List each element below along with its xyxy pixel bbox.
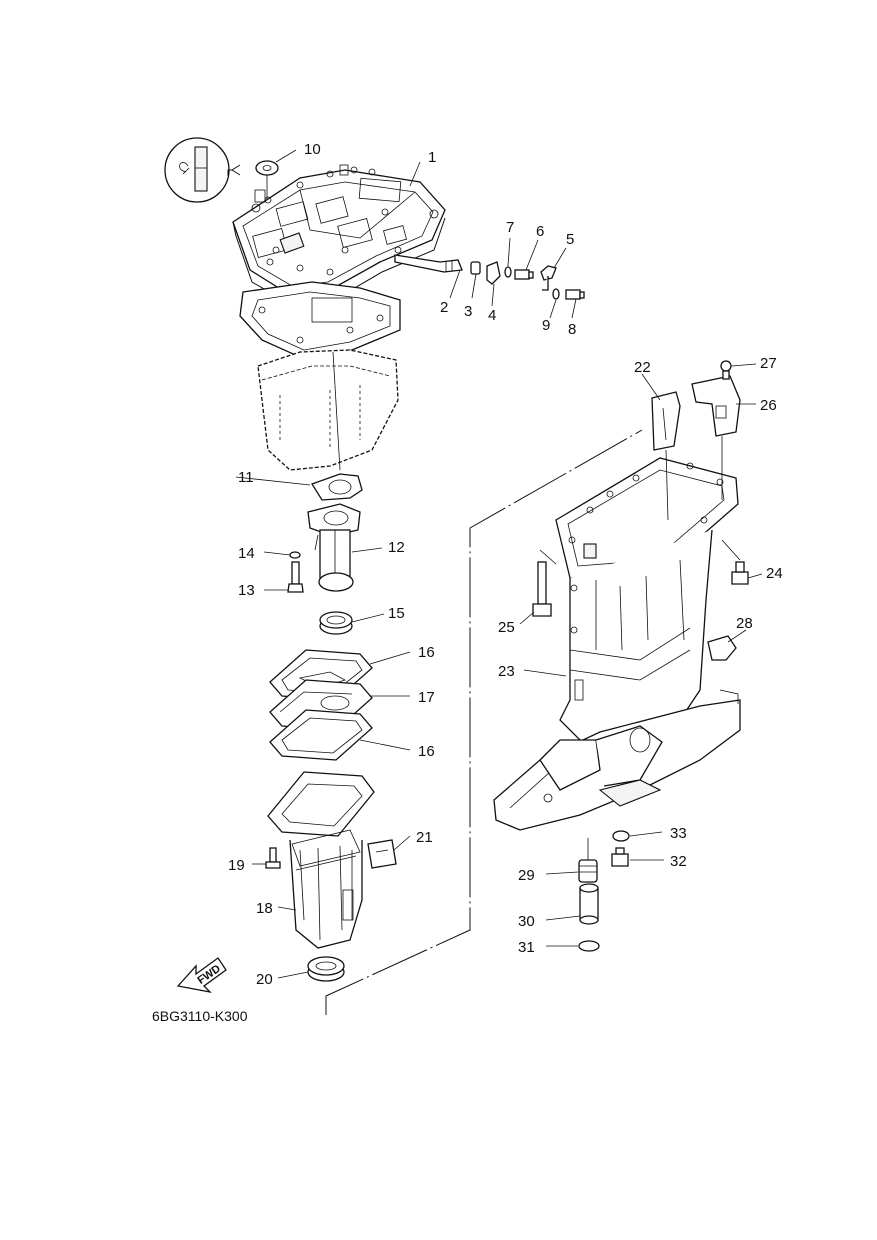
callout-31: 31 bbox=[518, 939, 535, 956]
upper-oil-pan bbox=[257, 349, 399, 471]
part-21-mount bbox=[367, 839, 397, 869]
callout-21: 21 bbox=[416, 829, 433, 846]
callout-8: 8 bbox=[568, 321, 576, 338]
part-24-bolt bbox=[721, 539, 749, 585]
part-25-bolt bbox=[532, 549, 557, 617]
part-31-circlip bbox=[578, 940, 600, 952]
callout-28: 28 bbox=[736, 615, 753, 632]
part-26-cover bbox=[691, 375, 741, 500]
callout-1: 1 bbox=[428, 149, 436, 166]
callout-6: 6 bbox=[536, 223, 544, 240]
part-5-clip bbox=[540, 247, 567, 291]
part-15-seal bbox=[319, 611, 353, 635]
callout-27: 27 bbox=[760, 355, 777, 372]
callout-23: 23 bbox=[498, 663, 515, 680]
part-22-cover bbox=[651, 391, 681, 521]
detail-inset-pin-icon bbox=[164, 137, 241, 203]
callout-30: 30 bbox=[518, 913, 535, 930]
fwd-arrow-icon: FWD bbox=[176, 957, 227, 994]
part-3-nut bbox=[470, 261, 481, 299]
plate-gasket bbox=[239, 281, 401, 359]
callout-20: 20 bbox=[256, 971, 273, 988]
callout-16-a: 16 bbox=[418, 644, 435, 661]
part-12-exhaust-pipe bbox=[307, 503, 361, 592]
part-9-washer bbox=[549, 288, 560, 319]
part-29-bushing bbox=[578, 838, 598, 883]
part-32-bolt bbox=[611, 847, 629, 867]
callout-12: 12 bbox=[388, 539, 405, 556]
part-18-exhaust-guide bbox=[267, 771, 375, 949]
part-13-bolt bbox=[287, 561, 304, 593]
part-6-bolt bbox=[514, 239, 539, 280]
callout-32: 32 bbox=[670, 853, 687, 870]
callout-29: 29 bbox=[518, 867, 535, 884]
callout-22: 22 bbox=[634, 359, 651, 376]
callout-18: 18 bbox=[256, 900, 273, 917]
callout-5: 5 bbox=[566, 231, 574, 248]
leader-lines bbox=[235, 149, 763, 979]
part-1-upper-plate bbox=[232, 164, 446, 306]
part-28-clip bbox=[707, 635, 737, 661]
callout-13: 13 bbox=[238, 582, 255, 599]
callout-15: 15 bbox=[388, 605, 405, 622]
callout-17: 17 bbox=[418, 689, 435, 706]
callout-33: 33 bbox=[670, 825, 687, 842]
callout-4: 4 bbox=[488, 307, 496, 324]
part-16-gasket-lower bbox=[269, 709, 373, 761]
part-14-washer bbox=[289, 551, 301, 559]
part-20-seal bbox=[307, 956, 345, 982]
part-11-gasket bbox=[311, 473, 363, 501]
part-7-washer bbox=[504, 237, 512, 278]
part-19-bolt bbox=[265, 847, 281, 869]
part-8-bolt bbox=[565, 289, 585, 319]
part-27-screw bbox=[720, 360, 732, 380]
part-33-washer bbox=[612, 830, 630, 842]
callout-2: 2 bbox=[440, 299, 448, 316]
callout-26: 26 bbox=[760, 397, 777, 414]
part-2-grommet bbox=[394, 254, 463, 299]
part-30-sleeve bbox=[579, 883, 599, 925]
callout-25: 25 bbox=[498, 619, 515, 636]
part-23-drive-shaft-housing bbox=[493, 457, 741, 831]
callout-24: 24 bbox=[766, 565, 783, 582]
callout-7: 7 bbox=[506, 219, 514, 236]
part-code: 6BG3110-K300 bbox=[152, 1008, 248, 1024]
callout-labels: 1 2 3 4 5 6 7 8 9 10 11 12 13 14 15 16 1… bbox=[228, 141, 783, 988]
callout-11: 11 bbox=[238, 469, 254, 486]
callout-10: 10 bbox=[304, 141, 321, 158]
reference-line-outline bbox=[325, 429, 643, 1015]
callout-9: 9 bbox=[542, 317, 550, 334]
callout-3: 3 bbox=[464, 303, 472, 320]
callout-14: 14 bbox=[238, 545, 255, 562]
callout-16-b: 16 bbox=[418, 743, 435, 760]
part-4-bracket bbox=[486, 261, 501, 307]
callout-19: 19 bbox=[228, 857, 245, 874]
